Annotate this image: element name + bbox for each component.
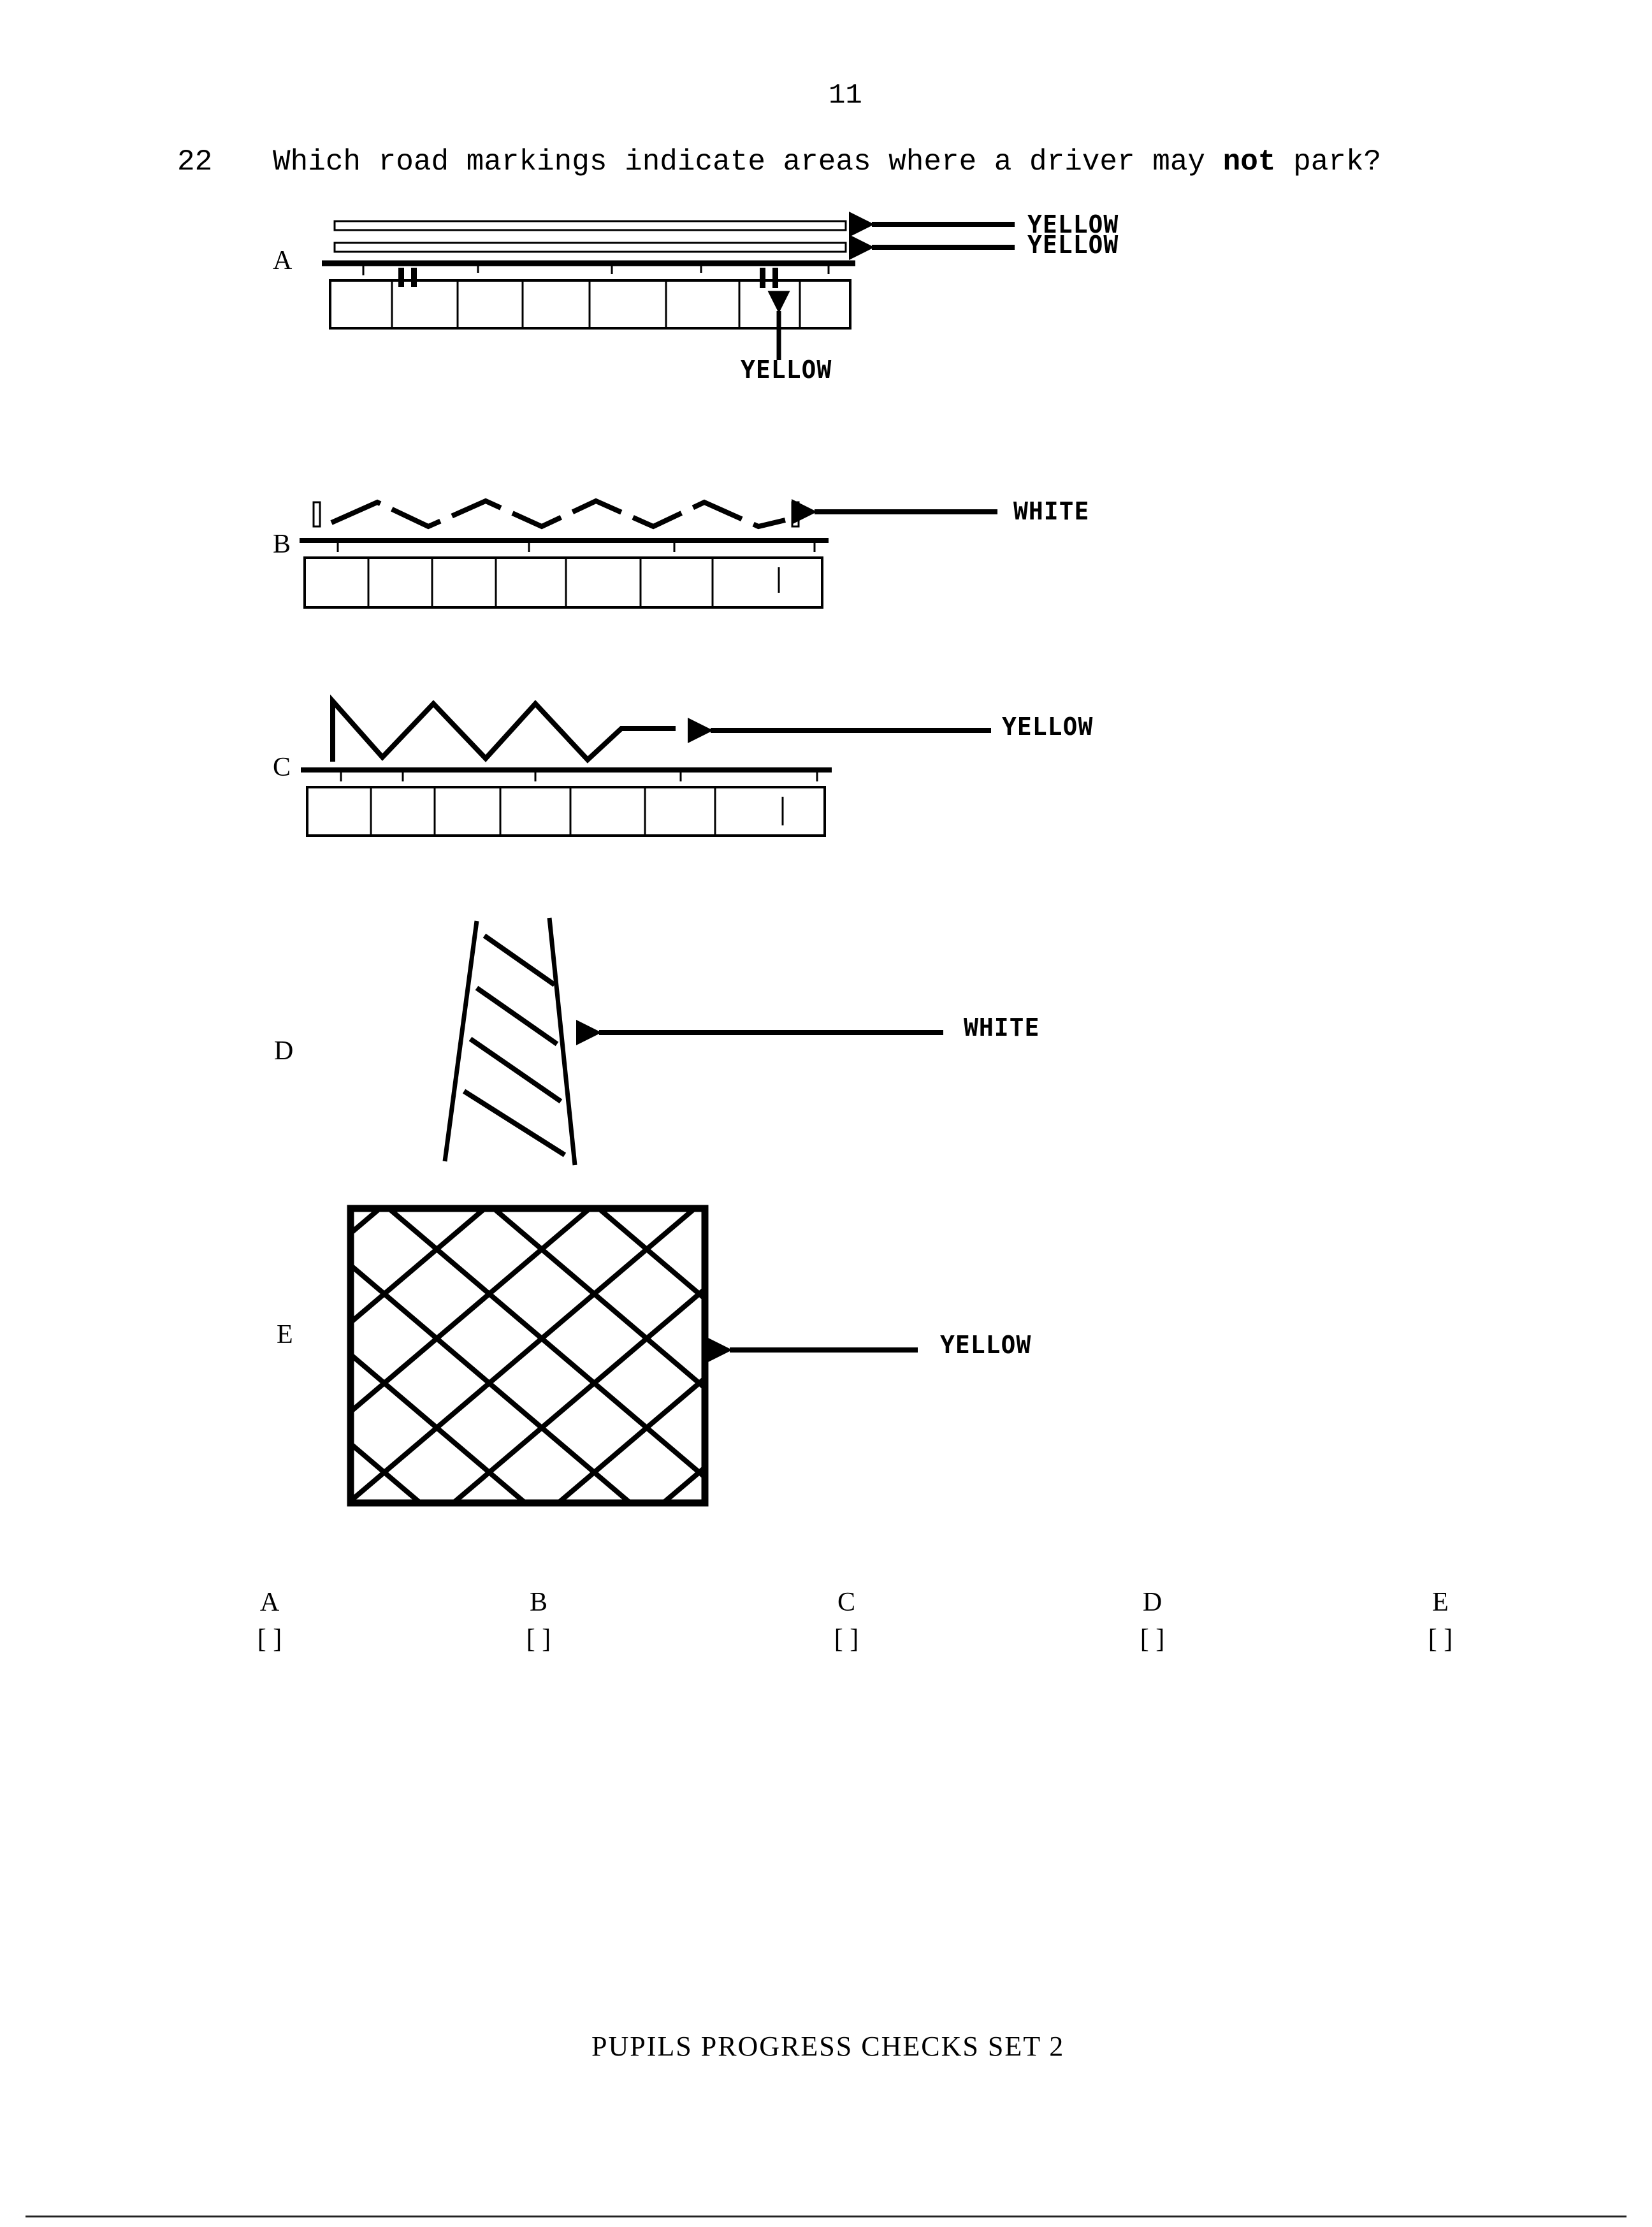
option-e-letter: E xyxy=(277,1320,293,1349)
option-e-label: YELLOW xyxy=(940,1331,1032,1359)
answer-d-letter: D xyxy=(1142,1588,1163,1617)
bottom-rule xyxy=(25,2216,1627,2217)
answer-d-box[interactable]: [ ] xyxy=(1140,1625,1165,1654)
answer-c-box[interactable]: [ ] xyxy=(834,1625,859,1654)
answer-choice-c[interactable]: C [ ] xyxy=(808,1584,885,1658)
answer-c-letter: C xyxy=(837,1588,855,1617)
answer-a-box[interactable]: [ ] xyxy=(257,1625,282,1654)
answer-b-box[interactable]: [ ] xyxy=(526,1625,551,1654)
answer-choice-e[interactable]: E [ ] xyxy=(1402,1584,1479,1658)
option-c-diagram xyxy=(301,694,991,837)
option-c-label: YELLOW xyxy=(1002,713,1094,741)
answer-choice-d[interactable]: D [ ] xyxy=(1114,1584,1191,1658)
question-text-end: park? xyxy=(1275,145,1382,178)
page-number: 11 xyxy=(829,80,862,112)
question-text-emphasis: not xyxy=(1222,145,1276,178)
option-e-diagram xyxy=(347,1205,918,1507)
answer-e-box[interactable]: [ ] xyxy=(1428,1625,1453,1654)
answer-choice-b[interactable]: B [ ] xyxy=(500,1584,577,1658)
question-text-start: Which road markings indicate areas where… xyxy=(273,145,1223,178)
option-d-letter: D xyxy=(274,1036,294,1066)
answer-choice-a[interactable]: A [ ] xyxy=(231,1584,308,1658)
question-number: 22 xyxy=(177,145,213,178)
option-a-label-2: YELLOW xyxy=(1027,231,1119,259)
option-a-letter: A xyxy=(273,246,293,275)
question-text: Which road markings indicate areas where… xyxy=(273,145,1381,178)
answer-a-letter: A xyxy=(259,1588,280,1617)
page-footer: PUPILS PROGRESS CHECKS SET 2 xyxy=(591,2031,1065,2062)
option-b-label: WHITE xyxy=(1013,497,1090,525)
option-a-label-1: YELLOW xyxy=(1027,210,1119,238)
option-b-letter: B xyxy=(273,530,291,559)
option-d-diagram xyxy=(442,917,943,1166)
option-a-label-3: YELLOW xyxy=(741,356,832,384)
option-d-label: WHITE xyxy=(964,1013,1040,1041)
option-c-letter: C xyxy=(273,753,291,782)
answer-b-letter: B xyxy=(529,1588,547,1617)
answer-e-letter: E xyxy=(1432,1588,1449,1617)
option-a-diagram xyxy=(322,212,1015,360)
option-b-diagram xyxy=(300,498,997,609)
